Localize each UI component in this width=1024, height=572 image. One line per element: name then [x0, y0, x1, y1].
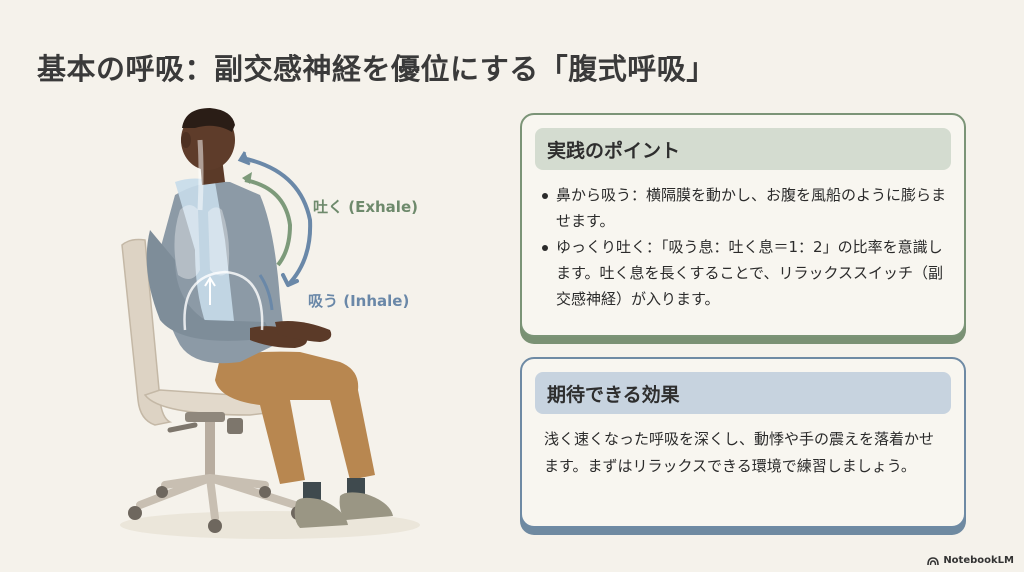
slide-title: 基本の呼吸：副交感神経を優位にする「腹式呼吸」	[37, 52, 716, 86]
notebooklm-watermark: NotebookLM	[927, 555, 1014, 566]
breathing-cycle-arrows-icon	[237, 151, 313, 311]
watermark-label: NotebookLM	[943, 555, 1014, 566]
seated-breathing-illustration	[100, 100, 440, 550]
man-in-chair-figure	[120, 108, 420, 539]
practice-points-heading: 実践のポイント	[535, 128, 951, 170]
exhale-label: 吐く (Exhale)	[313, 198, 418, 216]
practice-point-item: 鼻から吸う：横隔膜を動かし、お腹を風船のように膨らませます。	[542, 182, 948, 234]
practice-points-list: 鼻から吸う：横隔膜を動かし、お腹を風船のように膨らませます。 ゆっくり吐く：「吸…	[522, 170, 964, 312]
expected-effects-heading: 期待できる効果	[535, 372, 951, 414]
notebooklm-logo-icon	[927, 556, 940, 565]
inhale-label: 吸う (Inhale)	[308, 292, 410, 310]
practice-points-card: 実践のポイント 鼻から吸う：横隔膜を動かし、お腹を風船のように膨らませます。 ゆ…	[520, 113, 966, 337]
expected-effects-text: 浅く速くなった呼吸を深くし、動悸や手の震えを落着かせます。まずはリラックスできる…	[544, 430, 935, 475]
expected-effects-card: 期待できる効果 浅く速くなった呼吸を深くし、動悸や手の震えを落着かせます。まずは…	[520, 357, 966, 528]
practice-point-item: ゆっくり吐く：「吸う息：吐く息＝1：2」の比率を意識します。吐く息を長くすること…	[542, 234, 948, 312]
